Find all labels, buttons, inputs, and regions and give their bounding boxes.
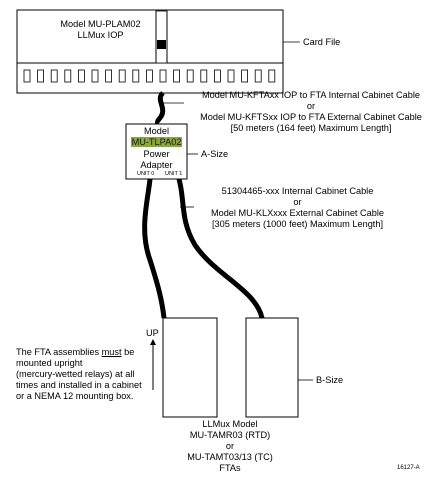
iop-cable bbox=[155, 91, 166, 126]
card-slot bbox=[159, 69, 167, 83]
power-adapter-line1: Model bbox=[143, 126, 170, 136]
card-slot bbox=[227, 69, 235, 83]
bottom-cable-line3: Model MU-KLXxxx External Cabinet Cable bbox=[210, 208, 385, 218]
card-slot bbox=[64, 69, 72, 83]
card-slot bbox=[132, 69, 140, 83]
fta-line1: LLMux Model bbox=[202, 419, 258, 429]
card-slot bbox=[186, 69, 194, 83]
top-cable-line3: Model MU-KFTSxx IOP to FTA External Cabi… bbox=[200, 112, 422, 122]
card-file-label: Card File bbox=[303, 37, 341, 47]
iop-slot-marker bbox=[157, 40, 166, 49]
top-cable-line1: Model MU-KFTAxx IOP to FTA Internal Cabi… bbox=[201, 90, 421, 100]
card-slot bbox=[50, 69, 58, 83]
unit0-cable bbox=[142, 178, 167, 319]
card-slot bbox=[37, 69, 44, 83]
bottom-cable-line1: 51304465-xxx Internal Cabinet Cable bbox=[221, 186, 374, 196]
b-size-label: B-Size bbox=[316, 375, 344, 385]
fta-line4: MU-TAMT03/13 (TC) bbox=[187, 452, 273, 462]
note-line3: (mercury-wetted relays) at all bbox=[16, 369, 135, 379]
card-slot bbox=[254, 69, 262, 83]
power-adapter-line4: Adapter bbox=[140, 160, 173, 170]
card-slot bbox=[78, 69, 85, 83]
card-slot bbox=[268, 69, 276, 83]
note-line2: mounted upright bbox=[16, 358, 83, 368]
power-adapter-line3: Power bbox=[143, 149, 170, 159]
note-line1: The FTA assemblies must be bbox=[16, 347, 135, 357]
unit0-label: UNIT 0 bbox=[137, 171, 155, 177]
bottom-cable-line4: [305 meters (1000 feet) Maximum Length] bbox=[211, 219, 384, 229]
card-slot bbox=[118, 69, 126, 83]
card-slot bbox=[241, 69, 249, 83]
power-adapter-model: MU-TLPA02 bbox=[130, 137, 183, 147]
note-line4: times and installed in a cabinet bbox=[16, 380, 142, 390]
power-adapter-box bbox=[125, 123, 188, 180]
card-slot bbox=[91, 69, 99, 83]
card-slot bbox=[213, 69, 221, 83]
top-cable-line4: [50 meters (164 feet) Maximum Length] bbox=[230, 123, 392, 133]
fta-box-0 bbox=[162, 317, 218, 418]
fta-line3: or bbox=[225, 441, 235, 451]
card-slot bbox=[200, 69, 208, 83]
bottom-cable-line2: or bbox=[293, 197, 302, 207]
card-file-iop: LLMux IOP bbox=[77, 30, 124, 40]
card-slot bbox=[23, 69, 31, 83]
card-slot bbox=[105, 69, 112, 83]
fta-line2: MU-TAMR03 (RTD) bbox=[189, 430, 271, 440]
card-file-model: Model MU-PLAM02 bbox=[60, 19, 141, 29]
note-line5: or a NEMA 12 mounting box. bbox=[16, 391, 134, 401]
card-file-slots bbox=[23, 69, 276, 83]
up-label: UP bbox=[146, 328, 159, 338]
unit1-cable bbox=[176, 178, 265, 319]
top-cable-line2: or bbox=[306, 101, 316, 111]
figure-id: 16127-A bbox=[397, 465, 420, 471]
fta-line5: FTAs bbox=[219, 463, 241, 473]
fta-box-1 bbox=[245, 317, 299, 418]
card-slot bbox=[145, 69, 153, 83]
a-size-label: A-Size bbox=[201, 149, 229, 159]
unit1-label: UNIT 1 bbox=[165, 171, 183, 177]
card-slot bbox=[173, 69, 181, 83]
